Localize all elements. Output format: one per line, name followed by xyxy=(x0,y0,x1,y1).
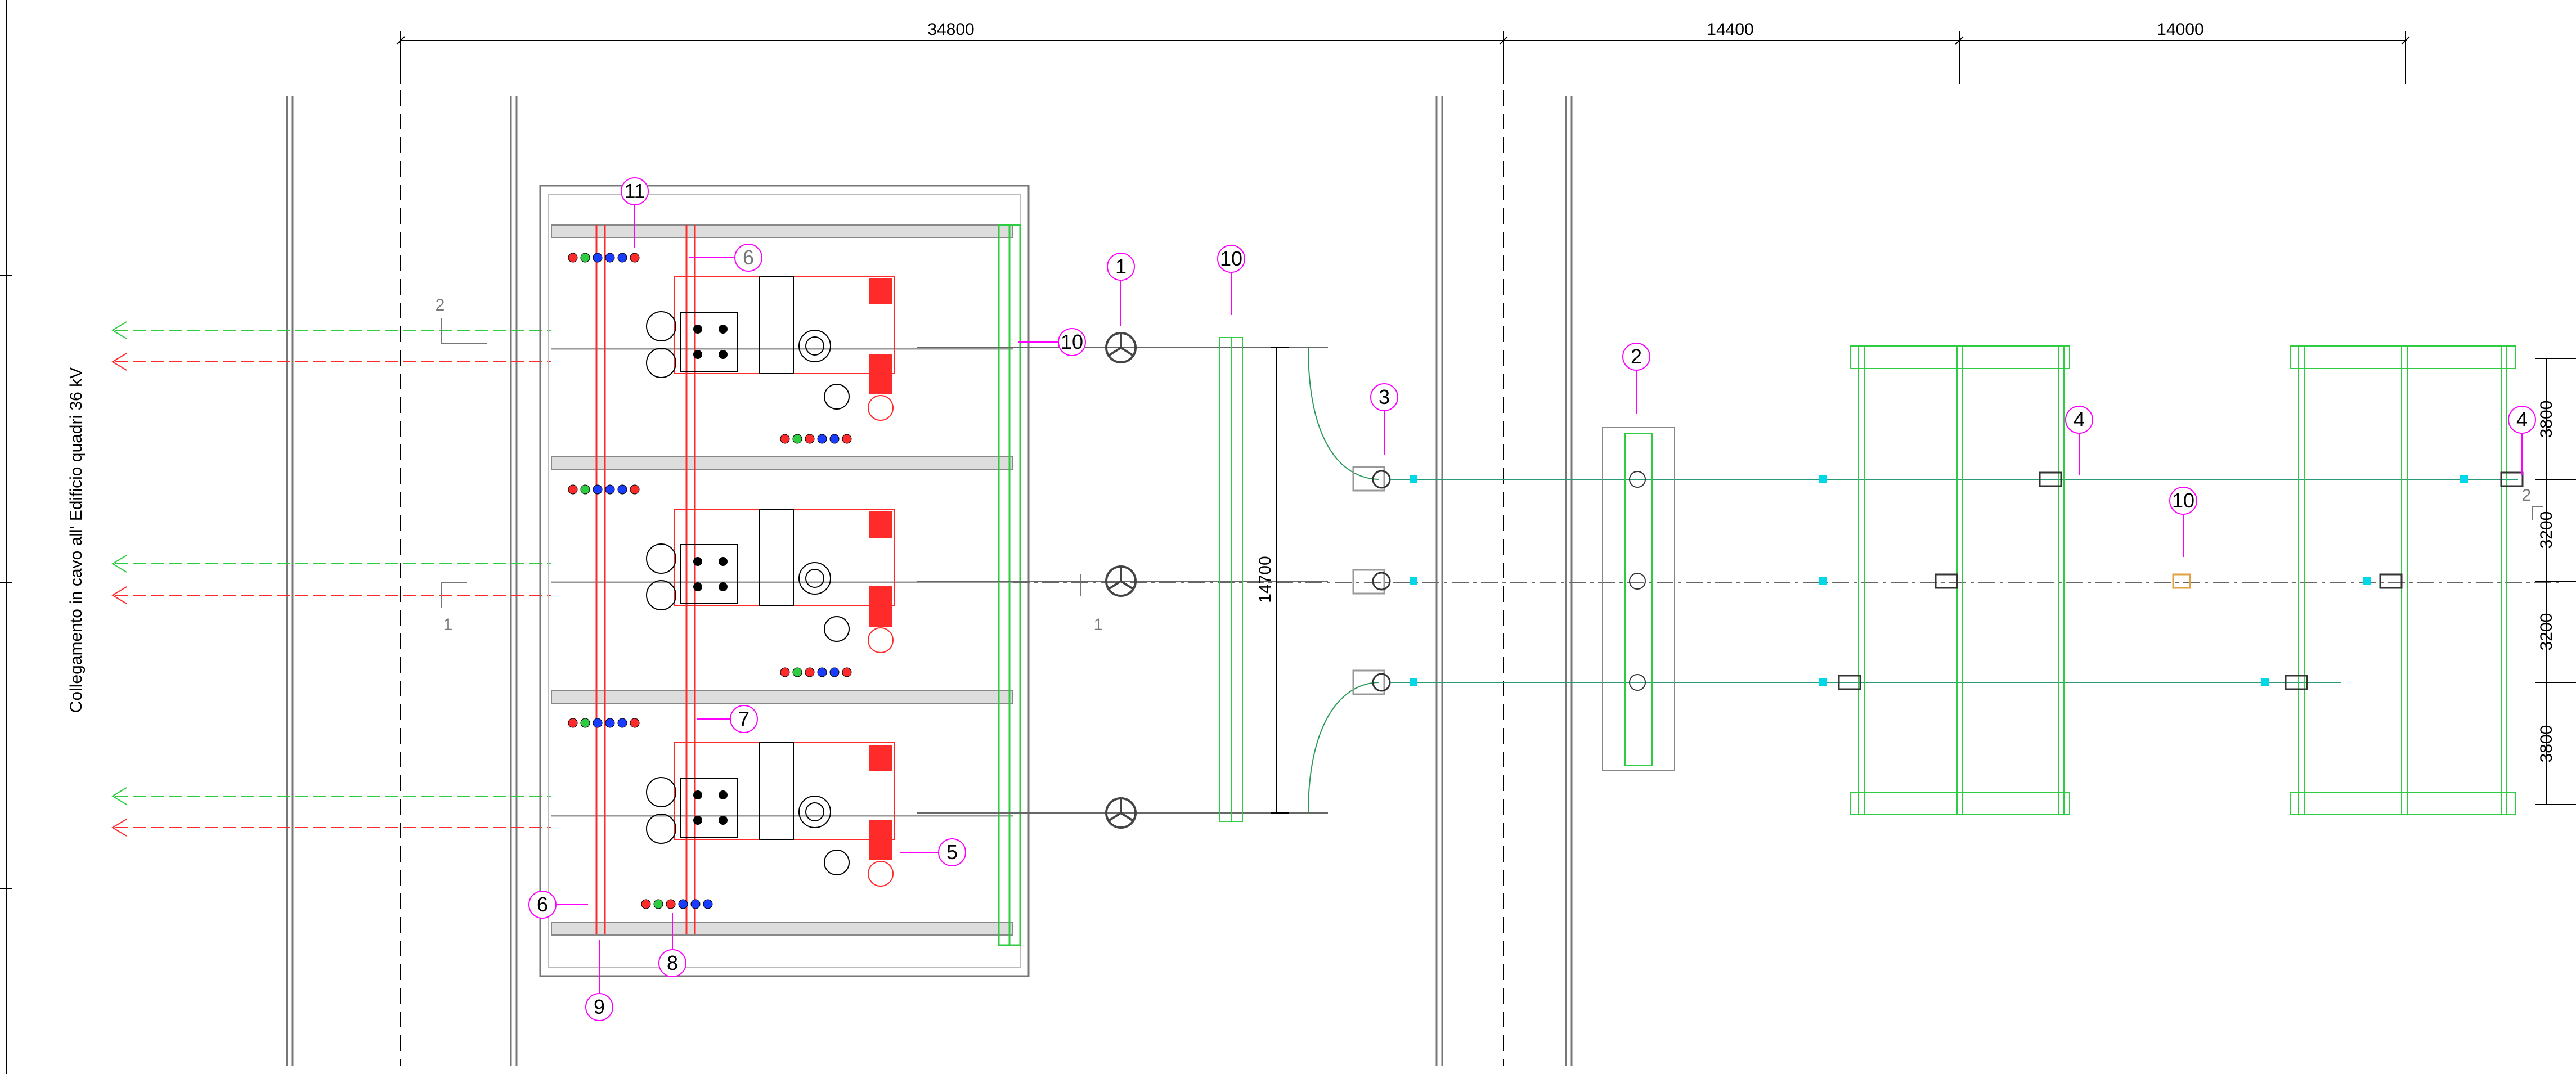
callout-10-left: 10 xyxy=(1058,328,1086,356)
gantry-right xyxy=(2290,345,2516,815)
arrow-heads xyxy=(111,321,127,837)
callout-4-left: 4 xyxy=(2065,406,2093,434)
isolators xyxy=(1105,332,1137,829)
surge-arresters xyxy=(1352,466,1391,695)
svg-text:11: 11 xyxy=(624,179,645,203)
right-dimension-line xyxy=(2535,358,2576,805)
section-mark-2-right: 2 xyxy=(2522,486,2532,505)
busbar-rails xyxy=(595,225,696,934)
callout-leaders xyxy=(554,205,2523,995)
feeder-lines xyxy=(917,347,2560,814)
dimension-3800-bottom: 3800 xyxy=(2537,725,2556,763)
top-dimension-line xyxy=(396,31,2410,84)
cable-connection-label: Collegamento in cavo all' Edificio quadr… xyxy=(67,367,86,713)
svg-text:3: 3 xyxy=(1379,385,1390,408)
transformer-unit-1 xyxy=(646,276,895,421)
callout-6-top: 6 xyxy=(734,244,762,272)
transformer-unit-2 xyxy=(646,509,895,653)
svg-text:2: 2 xyxy=(1631,345,1642,368)
svg-text:8: 8 xyxy=(667,951,678,974)
dimension-3800-top: 3800 xyxy=(2537,401,2556,438)
outdoor-switches xyxy=(1838,471,2524,690)
callout-10-yard: 10 xyxy=(2169,487,2197,515)
callout-11: 11 xyxy=(621,177,649,205)
svg-text:1: 1 xyxy=(1115,255,1127,278)
section-marks xyxy=(441,318,2543,608)
svg-text:10: 10 xyxy=(2172,489,2194,512)
left-frame xyxy=(0,0,12,1074)
busbar-frame xyxy=(1219,337,1243,822)
incoming-cable-arrows xyxy=(115,330,551,828)
callout-3: 3 xyxy=(1370,383,1398,411)
callout-8: 8 xyxy=(658,949,686,977)
vertical-dimension xyxy=(1271,347,1289,814)
dimension-14000: 14000 xyxy=(2157,20,2203,39)
svg-text:10: 10 xyxy=(1220,247,1242,270)
callout-7: 7 xyxy=(730,705,758,733)
switchgear-room xyxy=(539,185,1030,977)
svg-text:10: 10 xyxy=(1061,330,1083,353)
dimension-3200-upper: 3200 xyxy=(2537,511,2556,549)
grid-axes xyxy=(400,90,1504,1066)
callout-6-bottom: 6 xyxy=(528,891,557,919)
gantry-left xyxy=(1850,345,2070,815)
svg-text:7: 7 xyxy=(738,707,750,730)
callout-9: 9 xyxy=(585,993,613,1021)
building-walls xyxy=(286,96,1573,1066)
dimension-34800: 34800 xyxy=(927,20,974,39)
svg-text:5: 5 xyxy=(946,841,958,864)
svg-text:6: 6 xyxy=(743,246,754,269)
callout-10-top: 10 xyxy=(1217,245,1245,273)
svg-text:4: 4 xyxy=(2516,408,2528,431)
cable-tray xyxy=(998,224,1021,946)
yard-connections xyxy=(1390,479,2518,683)
dimension-3200-lower: 3200 xyxy=(2537,613,2556,651)
terminal-rows xyxy=(568,253,852,909)
section-mark-1-mid: 1 xyxy=(1094,615,1103,634)
callout-2: 2 xyxy=(1622,343,1650,371)
transformer-unit-3 xyxy=(646,742,895,887)
dimension-14400: 14400 xyxy=(1707,20,1753,39)
curved-connectors xyxy=(1308,347,1379,814)
callout-4-right: 4 xyxy=(2508,406,2536,434)
section-mark-1-left: 1 xyxy=(443,615,453,634)
svg-text:6: 6 xyxy=(537,893,548,916)
svg-text:4: 4 xyxy=(2074,408,2085,431)
dimension-14700: 14700 xyxy=(1256,556,1274,603)
section-mark-2-left: 2 xyxy=(436,296,445,314)
svg-text:9: 9 xyxy=(594,995,605,1018)
cable-box xyxy=(1602,427,1675,771)
callout-5: 5 xyxy=(938,838,966,866)
callout-1: 1 xyxy=(1107,253,1135,281)
cyan-markers xyxy=(1410,475,2468,686)
